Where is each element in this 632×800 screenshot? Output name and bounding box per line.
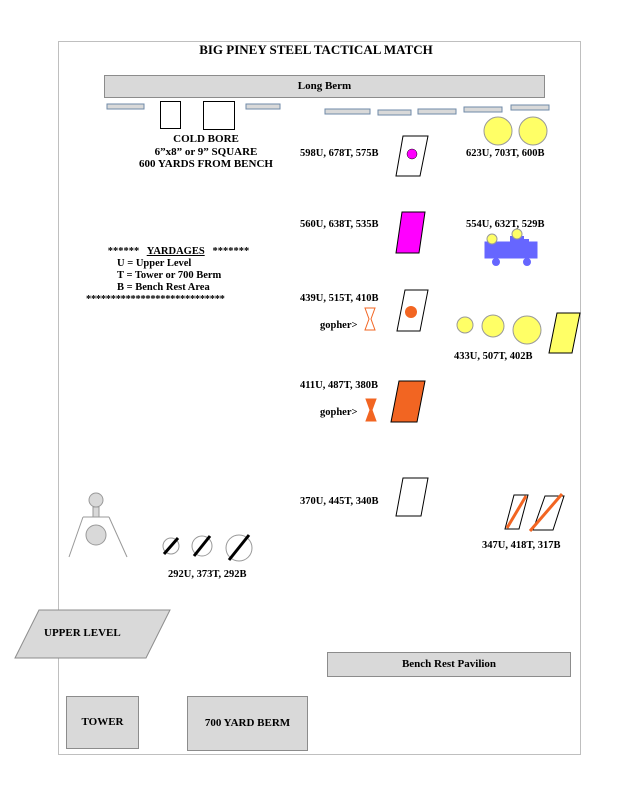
target-433-circle — [481, 314, 505, 338]
cold-bore-text: COLD BORE 6”x8” or 9” SQUARE 600 YARDS F… — [96, 133, 316, 171]
target-560-plate — [395, 211, 426, 254]
legend-tower: T = Tower or 700 Berm — [117, 270, 222, 281]
cold-bore-line1: COLD BORE — [173, 133, 239, 145]
silhouette-target — [68, 492, 128, 558]
target-623-circle — [483, 116, 513, 146]
legend-bench: B = Bench Rest Area — [117, 282, 210, 293]
cold-bore-line2: 6”x8” or 9” SQUARE — [154, 145, 258, 158]
yardages-header-word: YARDAGES — [146, 246, 205, 257]
upper-level-label: UPPER LEVEL — [44, 627, 121, 639]
target-554-train — [484, 228, 538, 266]
berm-segments — [106, 103, 550, 116]
berm-700-box — [187, 696, 308, 751]
page-title: BIG PINEY STEEL TACTICAL MATCH — [199, 42, 433, 57]
bench-rest-pavilion-box — [327, 652, 571, 677]
cold-bore-target-small — [160, 101, 181, 129]
target-598-dot — [406, 148, 418, 160]
target-347-label: 347U, 418T, 317B — [482, 540, 561, 551]
target-623-label: 623U, 703T, 600B — [466, 148, 545, 159]
target-292-plates — [162, 534, 253, 562]
berm-segment — [377, 109, 412, 116]
tower-label: TOWER — [81, 716, 124, 728]
target-370-plate — [395, 477, 429, 517]
target-411-plate — [390, 380, 426, 423]
long-berm-bar — [104, 75, 545, 98]
long-berm-label: Long Berm — [297, 80, 352, 92]
target-347-plates — [504, 493, 565, 532]
legend-upper: U = Upper Level — [117, 258, 192, 269]
legend-stars: **************************** — [86, 294, 225, 305]
target-433-circle — [512, 315, 542, 345]
gopher-target-2 — [365, 398, 377, 422]
gopher-label-1: gopher> — [320, 320, 358, 331]
target-439-label: 439U, 515T, 410B — [300, 293, 379, 304]
berm-segment — [245, 103, 281, 110]
target-439-dot — [405, 306, 417, 318]
upper-level-shape — [14, 609, 171, 659]
berm-segment — [463, 106, 503, 113]
berm-segment — [417, 108, 457, 115]
target-560-label: 560U, 638T, 535B — [300, 219, 379, 230]
target-598-label: 598U, 678T, 575B — [300, 148, 379, 159]
bench-rest-pavilion-label: Bench Rest Pavilion — [401, 658, 497, 670]
target-623-circle — [518, 116, 548, 146]
gopher-target-1 — [364, 307, 376, 331]
target-370-label: 370U, 445T, 340B — [300, 496, 379, 507]
tower-box — [66, 696, 139, 749]
target-411-label: 411U, 487T, 380B — [300, 380, 378, 391]
target-292-label: 292U, 373T, 292B — [168, 569, 247, 580]
target-433-label: 433U, 507T, 402B — [454, 351, 533, 362]
berm-segment — [510, 104, 550, 111]
berm-segment — [106, 103, 145, 110]
yardages-legend: ****** YARDAGES ******* U = Upper Level … — [86, 246, 271, 306]
cold-bore-target-square — [203, 101, 235, 130]
berm-700-label: 700 YARD BERM — [204, 717, 291, 729]
target-433-plate — [548, 312, 581, 354]
cold-bore-line3: 600 YARDS FROM BENCH — [139, 158, 273, 170]
yardages-header: ****** YARDAGES ******* — [107, 246, 250, 257]
target-554-label: 554U, 632T, 529B — [466, 219, 545, 230]
target-433-circle — [456, 316, 474, 334]
gopher-label-2: gopher> — [320, 407, 358, 418]
berm-segment — [324, 108, 371, 115]
